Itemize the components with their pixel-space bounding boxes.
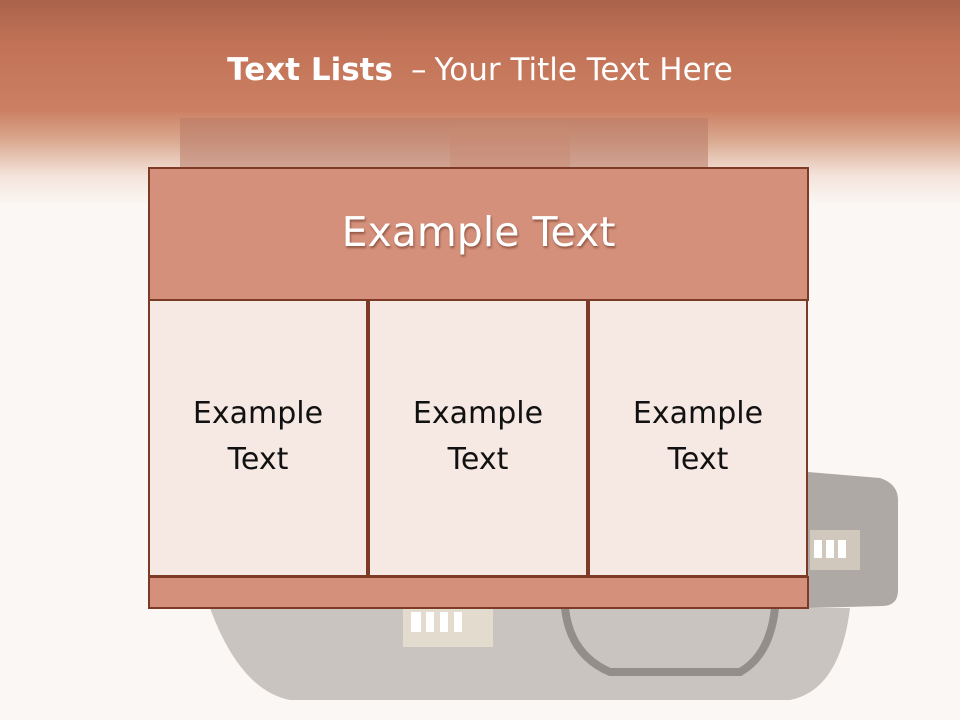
title-rest-part: Your Title Text Here <box>434 52 733 88</box>
column-1-text: Example Text <box>168 391 348 483</box>
column-2-line-1: Example <box>412 396 544 431</box>
diagram-header-box: Example Text <box>148 167 809 301</box>
column-1-line-1: Example <box>192 396 324 431</box>
title-bold-part: Text Lists <box>227 52 393 88</box>
column-2-line-2: Text <box>447 442 509 477</box>
diagram-column-1: Example Text <box>148 299 368 577</box>
diagram-column-2: Example Text <box>368 299 588 577</box>
diagram-header-text: Example Text <box>341 208 616 256</box>
slide-title: Text Lists–Your Title Text Here <box>0 52 960 88</box>
column-2-text: Example Text <box>388 391 568 483</box>
column-3-line-2: Text <box>667 442 729 477</box>
diagram-footer-bar <box>148 576 809 609</box>
title-dash: – <box>410 52 427 88</box>
column-3-text: Example Text <box>608 391 788 483</box>
column-1-line-2: Text <box>227 442 289 477</box>
diagram-column-3: Example Text <box>588 299 808 577</box>
column-3-line-1: Example <box>632 396 764 431</box>
